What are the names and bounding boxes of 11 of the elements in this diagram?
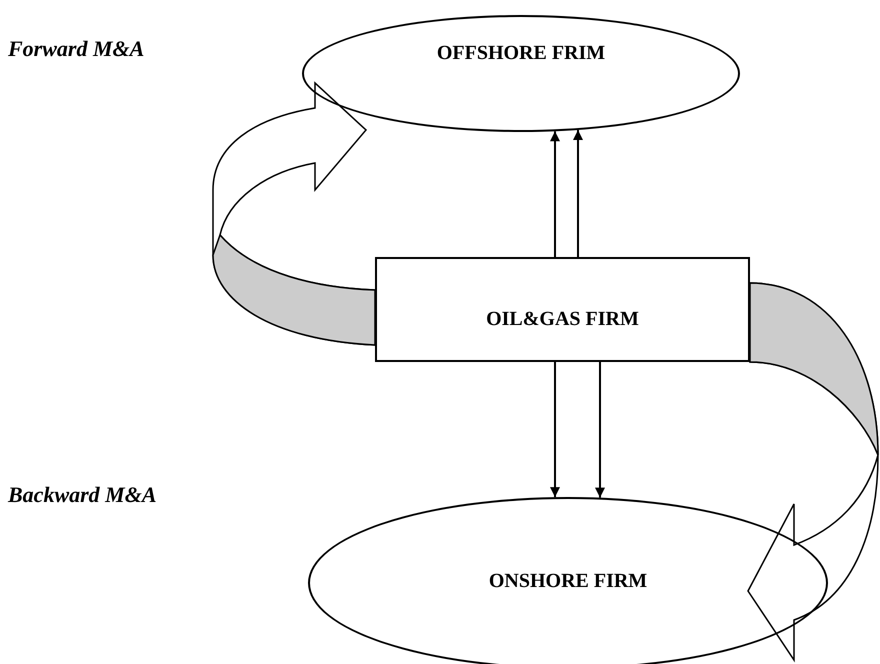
arrow — [550, 362, 560, 498]
arrow — [573, 130, 583, 257]
arrow — [550, 131, 560, 257]
process-box — [375, 257, 750, 362]
side-label: Backward M&A — [8, 482, 157, 508]
curved-block-arrow — [747, 282, 879, 661]
curved-block-arrow — [212, 82, 376, 346]
ellipse-node — [302, 15, 740, 132]
ellipse-node — [308, 497, 828, 664]
side-label: Forward M&A — [8, 36, 144, 62]
arrow — [595, 362, 605, 498]
